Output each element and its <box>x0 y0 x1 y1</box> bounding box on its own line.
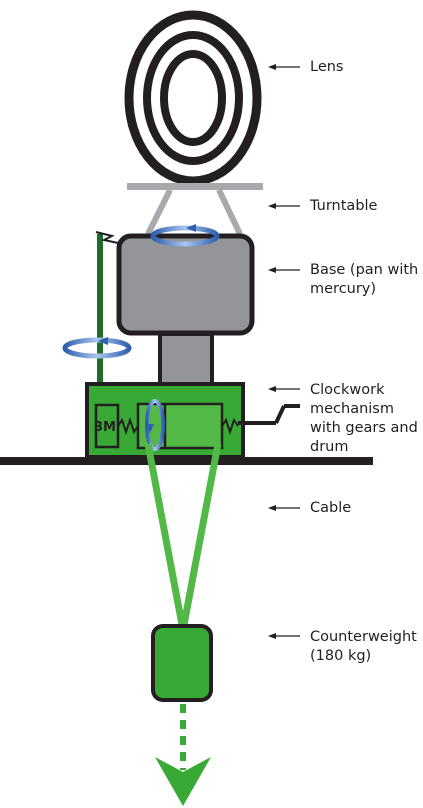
turntable-label: Turntable <box>310 198 378 214</box>
ground-line <box>0 457 373 465</box>
label-pointer-arrows <box>268 64 300 639</box>
lens-label: Lens <box>310 59 344 75</box>
counterweight-label: Counterweight (180 kg) <box>310 629 417 664</box>
shaft-rotation-arrow <box>62 337 132 359</box>
turntable <box>127 183 263 236</box>
svg-text:3M: 3M <box>94 420 116 435</box>
downward-arrow <box>155 704 211 806</box>
counterweight <box>151 624 213 702</box>
drum-rotation-arrow <box>145 399 165 451</box>
lens <box>124 10 262 186</box>
clockwork-mechanism: 3M <box>85 382 300 459</box>
base-pan <box>116 233 255 336</box>
cable <box>144 443 222 631</box>
turntable-rotation-arrow <box>150 224 220 247</box>
cable-label: Cable <box>310 500 352 516</box>
column <box>158 332 214 386</box>
clockwork-label: Clockwork mechanism with gears and drum <box>310 382 418 455</box>
base-label: Base (pan with mercury) <box>310 262 419 297</box>
